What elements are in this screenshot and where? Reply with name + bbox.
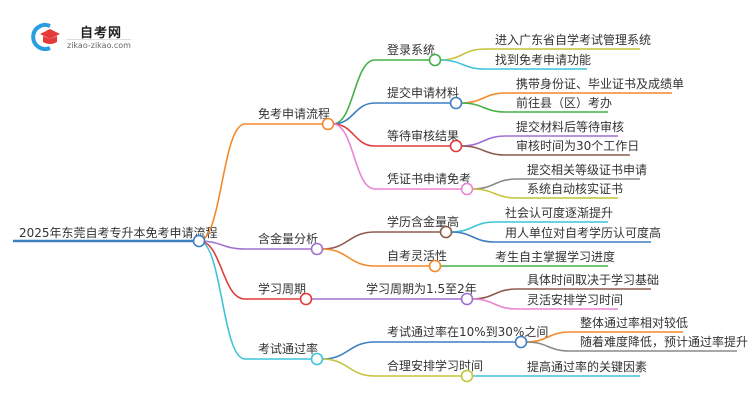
branch-collapse-toggle[interactable] — [310, 242, 324, 256]
branch-collapse-toggle[interactable] — [321, 117, 335, 131]
leaf-connector — [471, 298, 618, 310]
subtopic-collapse-toggle[interactable] — [428, 259, 442, 273]
branch-node-label[interactable]: 免考申请流程 — [258, 106, 330, 121]
logo-url: zikao-zikao.com — [67, 39, 131, 50]
subtopic-node-label[interactable]: 考试通过率在10%到30%之间 — [387, 324, 548, 339]
branch-node-label[interactable]: 学习周期 — [258, 281, 306, 296]
leaf-node-label[interactable]: 提交相关等级证书申请 — [527, 162, 647, 177]
leaf-connector — [439, 59, 587, 70]
subtopic-node-label[interactable]: 学历含金量高 — [387, 214, 459, 229]
subtopic-collapse-toggle[interactable] — [460, 292, 474, 306]
subtopic-collapse-toggle[interactable] — [460, 182, 474, 196]
root-collapse-toggle[interactable] — [192, 234, 206, 248]
leaf-node-label[interactable]: 考生自主掌握学习进度 — [495, 249, 615, 264]
branch-node-label[interactable]: 含金量分析 — [258, 231, 318, 246]
subtopic-collapse-toggle[interactable] — [449, 96, 463, 110]
leaf-node-label[interactable]: 找到免考申请功能 — [495, 52, 591, 67]
branch-collapse-toggle[interactable] — [299, 292, 313, 306]
leaf-node-label[interactable]: 系统自动核实证书 — [527, 181, 623, 196]
leaf-node-label[interactable]: 具体时间取决于学习基础 — [527, 272, 659, 287]
subtopic-connector — [321, 358, 462, 377]
logo: 自考网 zikao-zikao.com — [30, 22, 140, 52]
leaf-node-label[interactable]: 提高通过率的关键因素 — [527, 359, 647, 374]
subtopic-connector — [332, 123, 462, 190]
leaf-node-label[interactable]: 社会认可度逐渐提升 — [505, 205, 613, 220]
subtopic-node-label[interactable]: 登录系统 — [387, 42, 435, 57]
subtopic-node-label[interactable]: 提交申请材料 — [387, 85, 459, 100]
leaf-connector — [471, 188, 618, 199]
subtopic-node-label[interactable]: 凭证书申请免考 — [387, 171, 471, 186]
subtopic-node-label[interactable]: 合理安排学习时间 — [387, 358, 483, 373]
subtopic-collapse-toggle[interactable] — [460, 369, 474, 383]
leaf-node-label[interactable]: 用人单位对自考学历认可度高 — [505, 225, 661, 240]
leaf-node-label[interactable]: 审核时间为30个工作日 — [516, 138, 639, 153]
subtopic-connector — [332, 123, 451, 147]
leaf-connector — [525, 341, 737, 352]
leaf-node-label[interactable]: 前往县（区）考办 — [516, 95, 612, 110]
leaf-node-label[interactable]: 携带身份证、毕业证书及成绩单 — [516, 76, 684, 91]
subtopic-collapse-toggle[interactable] — [428, 53, 442, 67]
subtopic-collapse-toggle[interactable] — [439, 225, 453, 239]
subtopic-connector — [321, 341, 516, 360]
subtopic-connector — [332, 59, 430, 125]
subtopic-node-label[interactable]: 等待审核结果 — [387, 128, 459, 143]
leaf-node-label[interactable]: 随着难度降低，预计通过率提升 — [580, 334, 748, 349]
logo-cap-icon — [31, 23, 60, 51]
subtopic-connector — [332, 102, 451, 125]
subtopic-collapse-toggle[interactable] — [514, 335, 528, 349]
leaf-node-label[interactable]: 提交材料后等待审核 — [516, 119, 624, 134]
subtopic-collapse-toggle[interactable] — [449, 139, 463, 153]
branch-connector — [198, 240, 312, 250]
subtopic-connector — [321, 231, 441, 250]
branch-connector — [198, 240, 312, 360]
leaf-connector — [450, 231, 651, 243]
branch-collapse-toggle[interactable] — [310, 352, 324, 366]
leaf-node-label[interactable]: 灵活安排学习时间 — [527, 292, 623, 307]
logo-title: 自考网 — [80, 26, 123, 41]
subtopic-connector — [321, 248, 430, 267]
leaf-node-label[interactable]: 进入广东省自学考试管理系统 — [495, 32, 651, 47]
leaf-node-label[interactable]: 整体通过率相对较低 — [580, 315, 688, 330]
branch-node-label[interactable]: 考试通过率 — [258, 341, 318, 356]
branch-connector — [198, 123, 323, 242]
leaf-connector — [460, 145, 630, 156]
subtopic-node-label[interactable]: 学习周期为1.5至2年 — [366, 281, 477, 296]
branch-connector — [198, 240, 301, 300]
subtopic-node-label[interactable]: 自考灵活性 — [387, 249, 447, 263]
root-node-label[interactable]: 2025年东莞自考专升本免考申请流程 — [19, 225, 218, 240]
leaf-connector — [460, 102, 608, 113]
